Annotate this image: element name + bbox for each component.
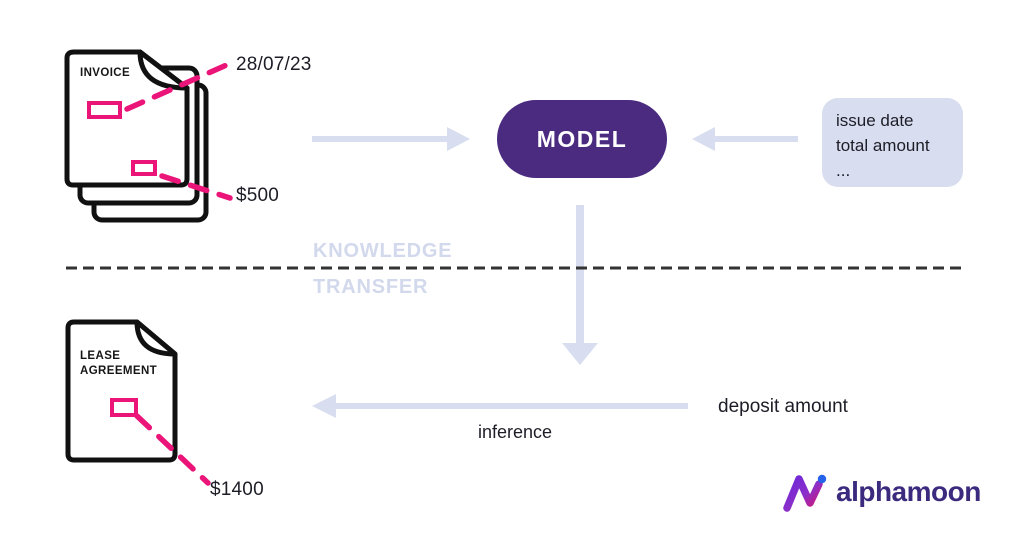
lease-amount-annotation: $1400 — [210, 479, 264, 500]
amount-callout-line — [159, 173, 233, 201]
logo-blue-dot — [817, 474, 827, 484]
field-ellipsis: ... — [836, 161, 851, 180]
knowledge-transfer-label-line1: KNOWLEDGE — [313, 240, 453, 262]
arrow-inference-left-icon — [312, 394, 688, 418]
inference-label: inference — [478, 422, 553, 442]
invoice-folded-corner — [137, 49, 190, 91]
target-fields-box: issue date total amount ... — [822, 98, 963, 187]
invoice-stack-icon — [64, 49, 209, 223]
lease-amount-highlight — [110, 398, 138, 417]
invoice-amount-highlight — [131, 160, 157, 176]
lease-title-line1: LEASE — [80, 350, 121, 362]
field-total-amount: total amount — [836, 136, 930, 155]
invoice-date-highlight — [87, 101, 122, 119]
lease-callout-line — [134, 413, 211, 486]
invoice-title: INVOICE — [80, 67, 131, 79]
alphamoon-logo: alphamoon — [783, 472, 981, 512]
alphamoon-logo-mark-icon — [783, 474, 827, 512]
alphamoon-wordmark: alphamoon — [836, 476, 981, 507]
lease-folded-corner — [134, 319, 178, 357]
arrow-left-icon — [692, 127, 798, 151]
deposit-amount-label: deposit amount — [718, 396, 848, 417]
invoice-front-page — [64, 49, 190, 188]
arrow-down-icon — [562, 205, 598, 365]
amount-annotation: $500 — [236, 185, 280, 206]
lease-title-line2: AGREEMENT — [80, 365, 158, 377]
date-callout-line — [124, 60, 234, 112]
divider-dashed-line — [66, 266, 962, 270]
date-annotation: 28/07/23 — [236, 54, 312, 75]
arrow-right-icon — [312, 127, 470, 151]
model-node: MODEL — [497, 100, 667, 178]
field-issue-date: issue date — [836, 111, 914, 130]
knowledge-transfer-label-line2: TRANSFER — [313, 276, 429, 298]
model-label: MODEL — [536, 125, 628, 152]
